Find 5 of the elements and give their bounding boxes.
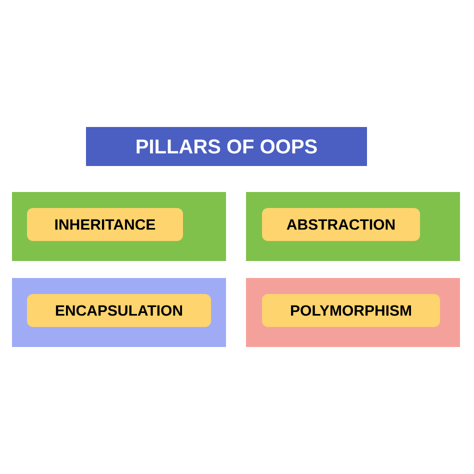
label-pill: ABSTRACTION bbox=[262, 208, 420, 241]
label-pill: INHERITANCE bbox=[27, 208, 183, 241]
label-pill: POLYMORPHISM bbox=[262, 294, 440, 327]
title-banner: PILLARS OF OOPS bbox=[86, 127, 367, 166]
label-pill: ENCAPSULATION bbox=[27, 294, 211, 327]
